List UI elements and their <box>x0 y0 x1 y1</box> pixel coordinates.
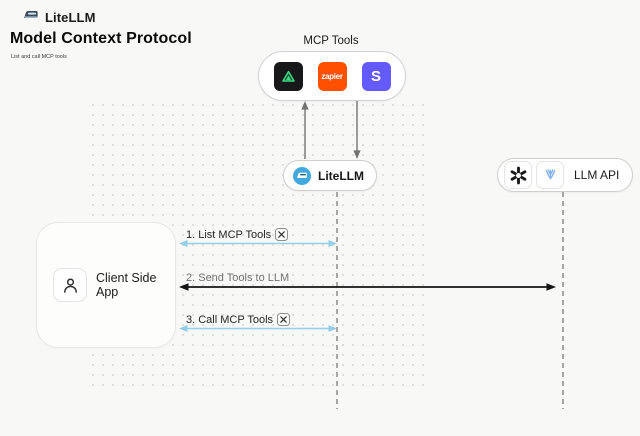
step-3-label: 3. Call MCP Tools <box>186 313 274 326</box>
list-tools-arrow <box>179 240 337 247</box>
step-1-label-row: 1. List MCP Tools <box>186 228 289 241</box>
mcp-down-arrow <box>353 101 361 159</box>
step-2-label-row: 2. Send Tools to LLM <box>186 272 289 284</box>
lifeline-llm-api <box>562 192 564 409</box>
litellm-logo-icon <box>22 8 39 26</box>
brand: LiteLLM <box>22 8 96 26</box>
green-triangle-tool-icon <box>273 61 303 91</box>
brand-name: LiteLLM <box>45 9 96 25</box>
zapier-wordmark: zapier <box>321 71 343 81</box>
openai-icon <box>504 161 532 189</box>
mcp-tools-group: zapier S <box>258 51 406 101</box>
page-title: Model Context Protocol <box>10 30 192 47</box>
client-node-label: Client Side App <box>96 271 157 299</box>
litellm-node: LiteLLM <box>283 160 377 191</box>
mcp-up-arrow <box>301 101 309 159</box>
mcp-tools-label: MCP Tools <box>303 35 359 47</box>
stripe-icon: S <box>361 61 391 91</box>
send-tools-arrow <box>179 283 556 291</box>
person-icon <box>53 268 87 302</box>
step-1-label: 1. List MCP Tools <box>186 228 272 241</box>
step-3-label-row: 3. Call MCP Tools <box>186 313 291 326</box>
lifeline-litellm <box>336 192 338 409</box>
crossed-tools-icon <box>275 228 289 241</box>
step-2-label: 2. Send Tools to LLM <box>186 272 290 284</box>
llm-provider-icon <box>536 161 564 189</box>
llm-api-node-label: LLM API <box>574 168 620 182</box>
call-tools-arrow <box>179 325 337 332</box>
zapier-icon: zapier <box>317 61 347 91</box>
llm-api-node: LLM API <box>497 158 633 192</box>
crossed-tools-icon <box>277 313 291 326</box>
page-subtitle: List and call MCP tools <box>11 54 67 60</box>
stripe-letter: S <box>370 67 381 85</box>
litellm-node-label: LiteLLM <box>318 168 364 183</box>
client-side-app-node: Client Side App <box>36 222 176 348</box>
litellm-train-icon <box>293 166 311 185</box>
